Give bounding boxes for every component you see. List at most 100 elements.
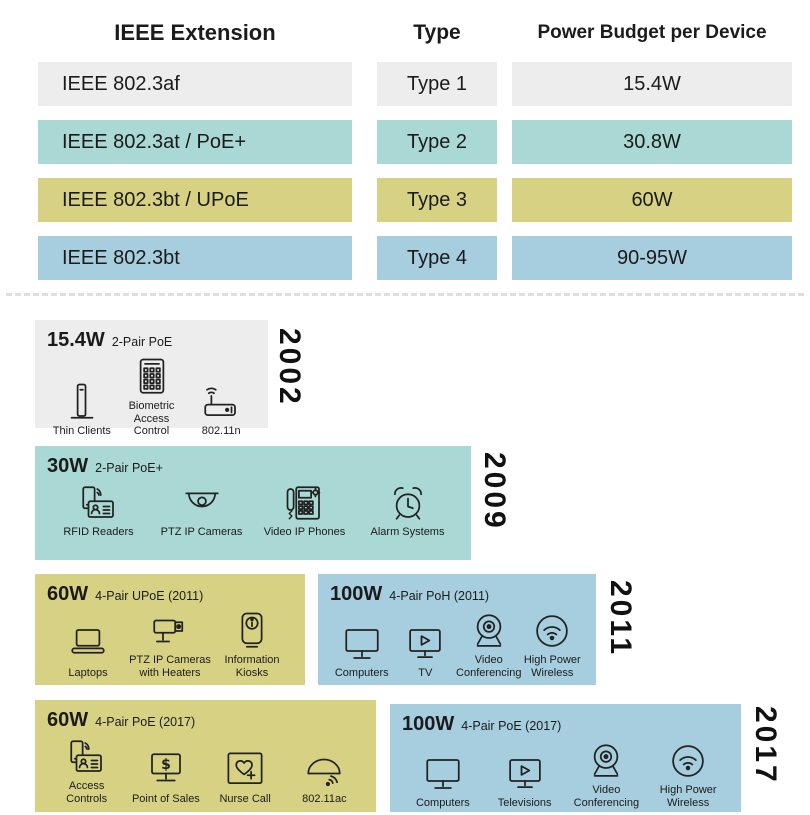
rfid-reader-icon [78, 482, 120, 524]
device: Computers [330, 623, 394, 680]
device: Computers [402, 753, 484, 810]
device-label: Televisions [497, 796, 552, 809]
device-label: High Power Wireless [523, 654, 581, 679]
device: Point of Sales [126, 749, 205, 806]
row-extension: IEEE 802.3at / PoE+ [38, 120, 352, 164]
device: High Power Wireless [521, 610, 585, 679]
device: Video IP Phones [253, 482, 356, 539]
device-label: Computers [334, 666, 389, 679]
device: PTZ IP Cameras with Heaters [129, 610, 211, 679]
wattage-label: 100W [402, 713, 455, 735]
panel-2002-poe: 15.4W 2-Pair PoE Thin Clients Biometric … [35, 320, 268, 437]
device: Thin Clients [47, 381, 117, 438]
device-label: Video Conferencing [573, 784, 640, 809]
thin-client-icon [61, 381, 103, 423]
row-power: 90-95W [512, 236, 792, 280]
row-type: Type 3 [377, 178, 497, 222]
device: Televisions [484, 753, 566, 810]
device-label: Access Controls [66, 780, 108, 805]
device: TV [394, 623, 458, 680]
device-label: TV [418, 666, 433, 679]
access-control-icon [66, 736, 108, 778]
device-label: Laptops [68, 666, 108, 679]
alarm-clock-icon [387, 482, 429, 524]
webcam-icon [585, 740, 627, 782]
tv-icon [404, 623, 446, 665]
wattage-label: 30W [47, 455, 89, 477]
tv-icon [504, 753, 546, 795]
device: Access Controls [47, 736, 126, 805]
device-label: PTZ IP Cameras [160, 526, 243, 538]
video-ip-phone-icon [284, 482, 326, 524]
biometric-access-control-icon [131, 356, 173, 398]
device: PTZ IP Cameras [150, 482, 253, 539]
year-label: 2011 [604, 580, 637, 658]
wattage-label: 60W [47, 709, 89, 731]
standard-label: 2-Pair PoE+ [95, 461, 163, 475]
device-label: Thin Clients [52, 425, 111, 438]
computer-monitor-icon [341, 623, 383, 665]
row-power: 30.8W [512, 120, 792, 164]
device-label: High Power Wireless [659, 784, 717, 809]
panel-2017-4pair-poe-60w: 60W 4-Pair PoE (2017) Access Controls Po… [35, 700, 376, 812]
column-header-power: Power Budget per Device [537, 22, 767, 43]
laptop-icon [67, 623, 109, 665]
high-power-wireless-icon [531, 610, 573, 652]
column-header-type: Type [413, 21, 461, 44]
row-power: 60W [512, 178, 792, 222]
panel-2009-poe-plus: 30W 2-Pair PoE+ RFID Readers PTZ IP Came… [35, 446, 471, 560]
wireless-ap-icon [303, 749, 345, 791]
device: High Power Wireless [647, 740, 729, 809]
row-type: Type 2 [377, 120, 497, 164]
device-label: RFID Readers [63, 526, 134, 538]
row-extension: IEEE 802.3bt / UPoE [38, 178, 352, 222]
panel-2011-upoe: 60W 4-Pair UPoE (2011) Laptops PTZ IP Ca… [35, 574, 305, 685]
standard-label: 4-Pair PoE (2017) [461, 719, 562, 733]
high-power-wireless-icon [667, 740, 709, 782]
wattage-label: 15.4W [47, 329, 105, 351]
wattage-label: 60W [47, 583, 89, 605]
nurse-call-icon [224, 749, 266, 791]
year-label: 2017 [749, 706, 782, 785]
device-label: Nurse Call [219, 792, 271, 805]
point-of-sale-icon [145, 749, 187, 791]
row-extension: IEEE 802.3af [38, 62, 352, 106]
panel-2017-4pair-poe-100w: 100W 4-Pair PoE (2017) Computers Televis… [390, 704, 741, 812]
information-kiosk-icon [231, 610, 273, 652]
row-extension: IEEE 802.3bt [38, 236, 352, 280]
device-label: 802.11n [201, 425, 241, 438]
device-label: Biometric Access Control [128, 400, 175, 438]
standard-label: 4-Pair PoE (2017) [95, 715, 196, 729]
device-label: Alarm Systems [370, 526, 445, 538]
device: Video Conferencing [566, 740, 648, 809]
device-label: Video IP Phones [263, 526, 346, 538]
row-power: 15.4W [512, 62, 792, 106]
standard-label: 4-Pair UPoE (2011) [95, 589, 204, 603]
device: 802.11ac [285, 749, 364, 806]
year-label: 2009 [478, 452, 511, 531]
device: Biometric Access Control [117, 356, 187, 438]
device: 802.11n [186, 381, 256, 438]
standard-label: 2-Pair PoE [111, 335, 173, 349]
column-header-extension: IEEE Extension [114, 20, 276, 45]
device-label: Information Kiosks [224, 654, 280, 679]
row-type: Type 1 [377, 62, 497, 106]
device: Alarm Systems [356, 482, 459, 539]
computer-monitor-icon [422, 753, 464, 795]
device: Nurse Call [206, 749, 285, 806]
row-type: Type 4 [377, 236, 497, 280]
wattage-label: 100W [330, 583, 383, 605]
device: Laptops [47, 623, 129, 680]
device-label: Point of Sales [131, 792, 200, 805]
device: Video Conferencing [456, 610, 522, 679]
year-label: 2002 [273, 328, 306, 407]
standard-label: 4-Pair PoH (2011) [389, 589, 490, 603]
device-label: Video Conferencing [456, 654, 522, 679]
device-label: Computers [415, 796, 470, 809]
wireless-router-icon [200, 381, 242, 423]
device: RFID Readers [47, 482, 150, 539]
device: Information Kiosks [211, 610, 293, 679]
panel-2011-poh: 100W 4-Pair PoH (2011) Computers TV Vide… [318, 574, 596, 685]
device-label: 802.11ac [302, 792, 347, 805]
